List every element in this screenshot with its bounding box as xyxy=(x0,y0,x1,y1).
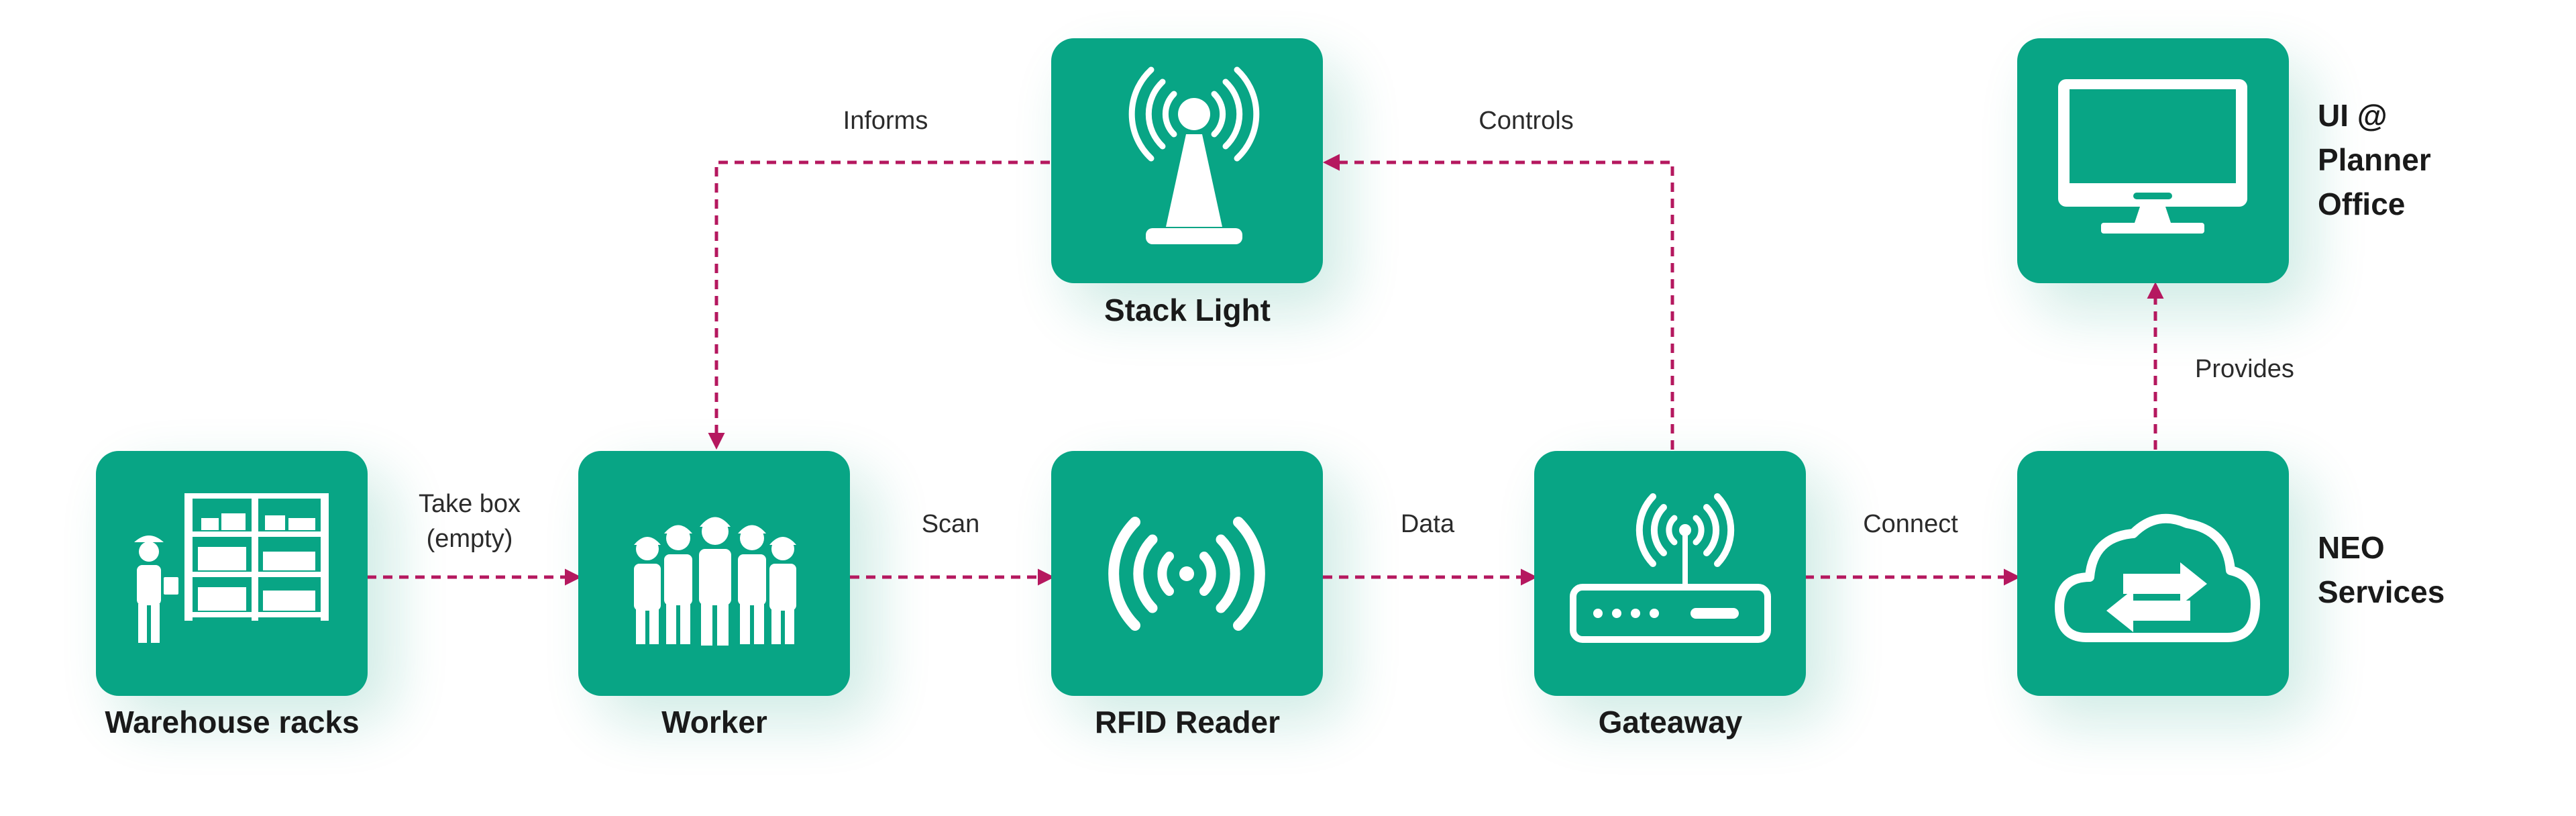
monitor-icon xyxy=(2058,79,2247,234)
beacon-tower-icon xyxy=(1128,66,1260,244)
node-gateway xyxy=(1534,451,1806,696)
label-stack-light: Stack Light xyxy=(1104,293,1271,327)
rfid-signal-icon xyxy=(1108,517,1265,631)
node-warehouse-racks xyxy=(96,451,368,696)
label-worker: Worker xyxy=(661,705,767,740)
label-gateaway: Gateaway xyxy=(1599,705,1743,740)
node-box-gateway xyxy=(1534,451,1806,696)
label-neo-line2: Services xyxy=(2318,574,2445,609)
edge-labels: Take box (empty) Scan Data Connect Infor… xyxy=(419,107,2294,553)
node-neo-services xyxy=(2017,451,2289,696)
router-icon xyxy=(1570,493,1771,643)
label-ui-line1: UI @ xyxy=(2318,98,2387,133)
edge-label-provides: Provides xyxy=(2195,355,2294,383)
node-rfid-reader xyxy=(1051,451,1323,696)
edge-label-controls: Controls xyxy=(1479,107,1574,135)
cloud-sync-icon xyxy=(2055,513,2260,642)
workers-group-icon xyxy=(634,517,796,646)
node-worker xyxy=(578,451,850,696)
edge-label-scan: Scan xyxy=(922,510,980,538)
edge-label-data: Data xyxy=(1401,510,1455,538)
edge-label-connect: Connect xyxy=(1863,510,1958,538)
node-stack-light xyxy=(1051,38,1323,283)
label-warehouse-racks: Warehouse racks xyxy=(105,705,359,740)
label-rfid-reader: RFID Reader xyxy=(1095,705,1280,740)
edge-label-take-box-1: Take box xyxy=(419,490,521,518)
label-neo-line1: NEO xyxy=(2318,530,2385,565)
label-ui-line3: Office xyxy=(2318,187,2405,221)
edge-label-informs: Informs xyxy=(843,107,928,135)
label-ui-line2: Planner xyxy=(2318,142,2431,177)
node-ui-planner-office xyxy=(2017,38,2289,283)
edge-informs xyxy=(708,160,1050,450)
node-labels: Warehouse racks Worker RFID Reader Gatea… xyxy=(105,98,2445,740)
warehouse-racks-icon xyxy=(134,493,329,643)
edge-label-take-box-2: (empty) xyxy=(427,525,513,553)
edge-controls xyxy=(1323,154,1674,450)
connectors xyxy=(367,154,2164,586)
